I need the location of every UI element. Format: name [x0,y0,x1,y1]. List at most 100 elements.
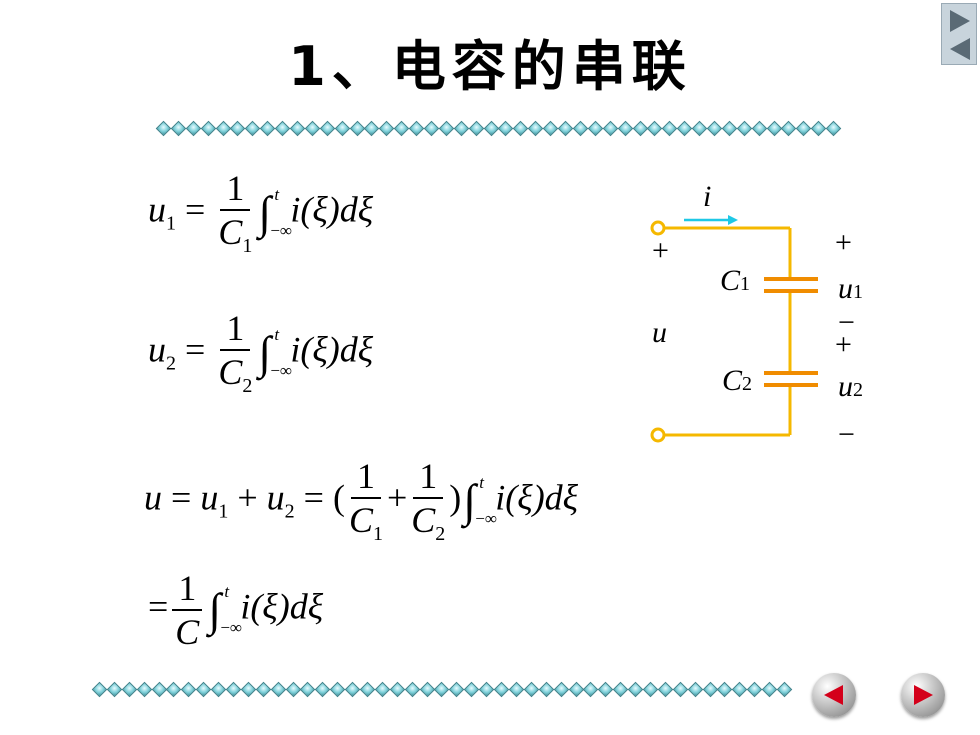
divider-diamond [364,120,380,137]
divider-diamond [315,681,331,698]
sum-numerator1: 1 [350,458,381,499]
divider-diamond [334,120,350,137]
integral-sign: ∫t−∞ [258,185,293,240]
divider-diamond [687,681,703,698]
divider-diamond [612,681,629,698]
top-divider [155,120,843,137]
divider-diamond [359,681,376,698]
sum-term2: u [266,477,285,518]
u2-plus-label: + [835,328,852,361]
sum-term1: u [200,477,219,518]
total-denominator: C [175,612,200,652]
divider-diamond [185,120,202,137]
sum-fraction2: 1 C2 [411,458,445,544]
equals: = [185,189,206,230]
sum-numerator2: 1 [413,458,444,499]
u2-integrand: i(ξ)dξ [290,329,374,370]
u1-label: u1 [838,272,863,305]
u1-lhs: u [148,189,166,230]
divider-diamond [329,681,346,698]
divider-diamond [676,120,693,137]
sum-denominator2-sub: 2 [435,523,446,545]
divider-diamond [285,681,301,698]
divider-diamond [825,120,842,137]
divider-diamond [493,681,510,698]
top-terminal [650,220,666,236]
formula-total: = 1 C ∫t−∞i(ξ)dξ [148,570,323,650]
page-title: 1、电容的串联 [288,35,692,98]
divider-diamond [438,120,455,137]
divider-diamond [319,120,336,137]
divider-diamond [538,681,554,698]
divider-diamond [746,681,763,698]
equals: = [185,329,206,370]
divider-diamond [662,120,678,137]
divider-diamond [527,120,544,137]
close-paren: ) [449,477,462,518]
divider-diamond [408,120,425,137]
open-paren: ( [332,477,345,518]
input-plus-label: + [652,234,669,267]
divider-diamond [349,120,365,137]
divider-diamond [647,120,663,137]
divider-diamond [468,120,484,137]
u1-denominator: C [218,212,243,252]
divider-diamond [553,681,569,698]
divider-diamond [508,681,525,698]
divider-diamond [642,681,659,698]
divider-diamond [721,120,738,137]
series-capacitor-circuit [650,215,818,443]
divider-diamond [702,681,718,698]
u2-lhs: u [148,329,166,370]
formula-u2: u2 = 1 C2 ∫t−∞i(ξ)dξ [148,310,373,396]
sum-denominator1: C [348,500,373,540]
divider-diamond [289,120,306,137]
divider-diamond [542,120,559,137]
divider-diamond [259,120,276,137]
divider-diamond [781,120,797,137]
sum-denominator1-sub: 1 [372,523,383,545]
total-numerator: 1 [172,570,203,611]
previous-button[interactable] [812,673,856,717]
u2-minus-label: − [838,418,855,451]
divider-diamond [602,120,618,137]
sum-denominator2: C [411,500,436,540]
total-fraction: 1 C [172,570,203,652]
plus: + [237,477,258,518]
play-left-icon[interactable] [950,38,970,60]
divider-diamond [449,681,465,698]
divider-diamond [274,120,291,137]
u1-minus-label: − [838,306,855,339]
u1-integrand: i(ξ)dξ [290,189,374,230]
divider-diamond [210,681,227,698]
divider-diamond [344,681,361,698]
divider-diamond [170,120,187,137]
divider-diamond [583,681,599,698]
divider-diamond [270,681,286,698]
divider-diamond [300,681,316,698]
divider-diamond [810,120,827,137]
formula-u1: u1 = 1 C1 ∫t−∞i(ξ)dξ [148,170,373,256]
divider-diamond [557,120,574,137]
divider-diamond [672,681,689,698]
divider-diamond [389,681,406,698]
u2-label: u2 [838,370,863,403]
divider-diamond [91,681,108,698]
sum-lhs: u [144,477,162,518]
divider-diamond [379,120,395,137]
input-voltage-label: u [652,316,667,349]
c2-label: C2 [722,364,753,397]
divider-diamond [572,120,589,137]
u2-denominator: C [218,352,243,392]
play-right-icon[interactable] [950,10,970,32]
total-integrand: i(ξ)dξ [240,586,324,627]
divider-diamond [766,120,782,137]
corner-nav [941,3,977,65]
divider-diamond [434,681,450,698]
plus: + [386,477,408,518]
divider-diamond [632,120,648,137]
next-button[interactable] [901,673,945,717]
integral-sign: ∫t−∞ [463,473,497,528]
divider-diamond [657,681,674,698]
divider-diamond [215,120,231,137]
